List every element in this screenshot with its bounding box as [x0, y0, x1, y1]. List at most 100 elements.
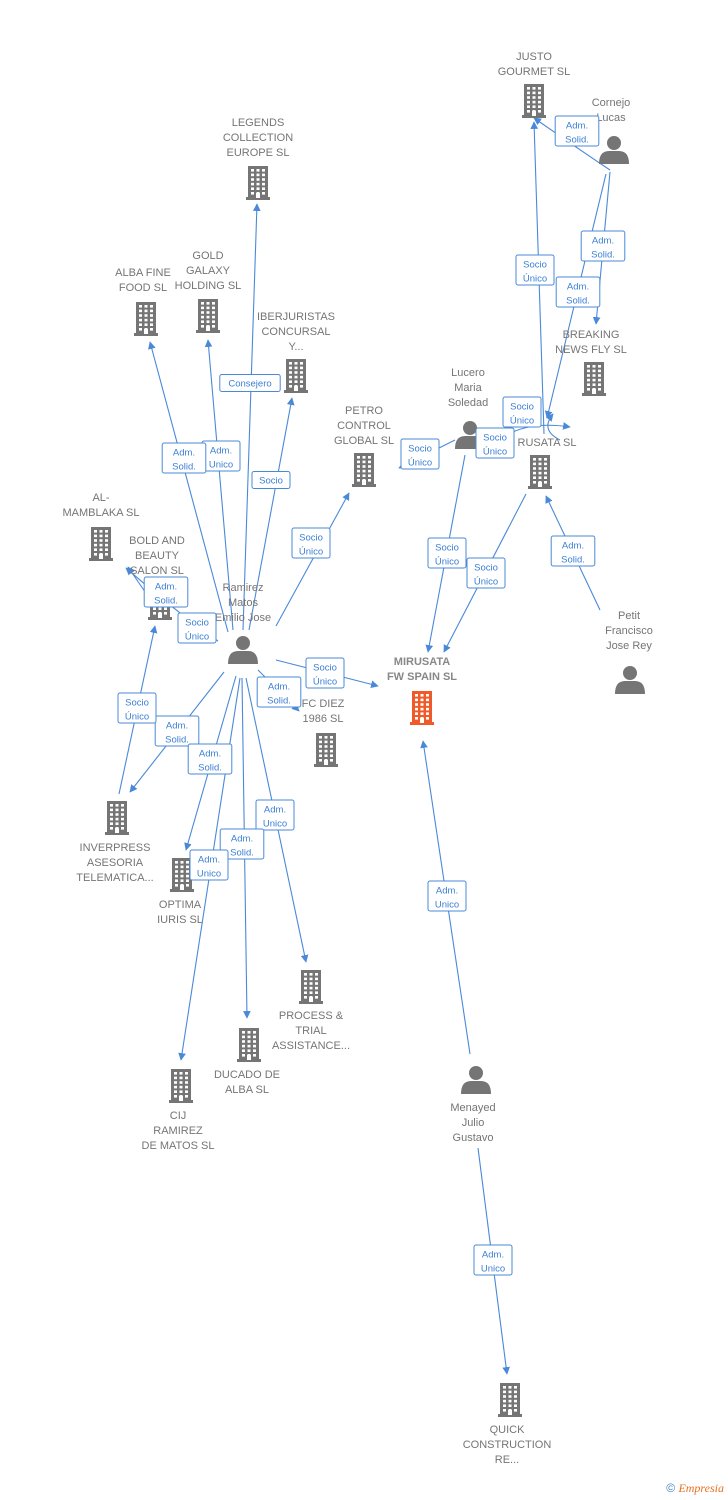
building-window: [139, 328, 142, 331]
building-window: [527, 87, 530, 90]
building-window: [294, 371, 298, 374]
edge-badge-label: Único: [299, 547, 323, 558]
edge-badge-ramirez-fcdiez[interactable]: Adm.Solid.: [256, 676, 302, 708]
edge-badge-ramirez-iberjuristas[interactable]: Socio: [251, 471, 291, 489]
edge-badge-label: Socio: [435, 543, 459, 554]
building-window: [514, 1404, 517, 1407]
edge-badge-label: Solid.: [154, 596, 178, 607]
building-window: [174, 1072, 177, 1075]
edge-badge-box: [550, 535, 596, 567]
building-window: [330, 754, 333, 757]
building-window: [242, 1040, 245, 1043]
building-window: [289, 362, 292, 365]
building-window: [139, 323, 142, 326]
copyright-footer[interactable]: © Empresia: [666, 1481, 724, 1496]
building-window: [309, 991, 313, 994]
node-label-line: PROCESS &: [279, 1010, 344, 1022]
edge-badge-box: [291, 527, 331, 559]
edge-badge-bold-almamblaka[interactable]: Adm.Solid.: [143, 576, 189, 608]
building-base: [196, 330, 220, 333]
building-icon: [410, 691, 434, 725]
building-window: [251, 169, 254, 172]
node-label-line: FC DIEZ: [302, 698, 345, 710]
building-window: [357, 474, 360, 477]
building-window: [247, 1040, 251, 1043]
edge-badge-box: [143, 576, 189, 608]
edge-badge-label: Unico: [209, 460, 233, 471]
edge-badge-ramirez-albafine[interactable]: Adm.Solid.: [161, 442, 207, 474]
building-window: [139, 314, 142, 317]
building-window: [330, 745, 333, 748]
edge-badge-label: Adm.: [567, 282, 589, 293]
edge-badge-cornejo-rusata[interactable]: Adm.Solid.: [555, 276, 601, 308]
building-window: [592, 369, 596, 373]
edge-badge-label: Solid.: [198, 763, 222, 774]
edge-badge-ramirez-process[interactable]: Adm.Unico: [255, 799, 295, 831]
edge-badge-cornejo-breaking[interactable]: Adm.Solid.: [580, 230, 626, 262]
node-quick[interactable]: QUICKCONSTRUCTIONRE...: [463, 1383, 552, 1466]
building-window: [319, 740, 322, 744]
edge-badge-label: Adm.: [482, 1250, 504, 1261]
building-window: [368, 465, 371, 468]
building-window: [121, 804, 124, 807]
building-window: [598, 365, 601, 368]
edge-badge-menayed-quick[interactable]: Adm.Unico: [473, 1244, 513, 1276]
building-base: [528, 486, 552, 489]
building-window: [180, 865, 184, 869]
building-window: [514, 1390, 517, 1394]
node-iberjuristas[interactable]: IBERJURISTASCONCURSALY...: [257, 311, 335, 393]
edge-badge-ramirez-optima[interactable]: Adm.Solid.: [187, 743, 233, 775]
edge-badge-menayed-mirusata[interactable]: Adm.Unico: [427, 880, 467, 912]
edge-badge-label: Solid.: [565, 135, 589, 146]
building-window: [94, 534, 97, 538]
building-window: [315, 982, 318, 985]
node-process[interactable]: PROCESS &TRIALASSISTANCE...: [272, 970, 350, 1052]
building-door: [532, 111, 536, 116]
node-rusata[interactable]: RUSATA SL: [518, 437, 577, 489]
building-window: [415, 703, 418, 706]
edge-badge-petit-rusata[interactable]: Adm.Solid.: [550, 535, 596, 567]
node-inverpress[interactable]: INVERPRESSASESORIATELEMATICA...: [76, 801, 154, 884]
edge-badge-ramirez-ducado[interactable]: Adm.Solid.: [219, 828, 265, 860]
building-window: [527, 105, 530, 108]
building-window: [242, 1049, 245, 1052]
edge-badge-ramirez-cij[interactable]: Adm.Unico: [189, 849, 229, 881]
edge-badge-ramirez-inverpress[interactable]: Adm.Solid.: [154, 715, 200, 747]
building-window: [180, 874, 184, 878]
building-door: [180, 885, 184, 890]
edge-badge-ramirez-gold[interactable]: Adm.Unico: [201, 440, 241, 472]
building-window: [110, 808, 113, 812]
building-window: [150, 314, 153, 317]
building-window: [309, 977, 313, 981]
building-window: [544, 481, 547, 484]
building-window: [242, 1044, 245, 1048]
node-almamblaka[interactable]: AL-MAMBLAKA SL: [62, 492, 140, 561]
edge-badge-cornejo-justo[interactable]: Adm.Solid.: [554, 115, 600, 147]
edge-badge-ramirez-legends[interactable]: Consejero: [219, 374, 281, 392]
